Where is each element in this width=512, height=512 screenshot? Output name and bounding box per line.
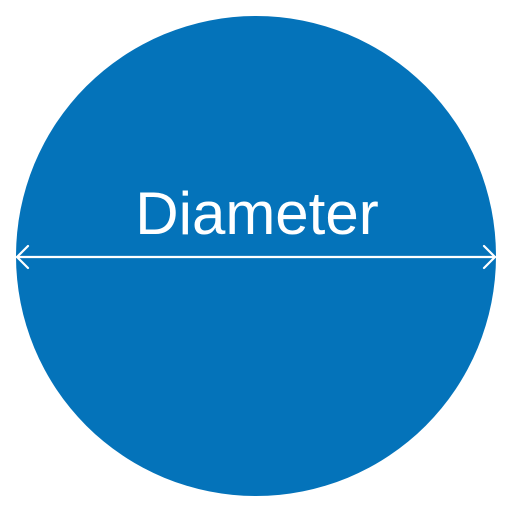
left-arrowhead-icon bbox=[15, 244, 30, 270]
right-arrowhead-icon bbox=[482, 244, 497, 270]
diameter-arrow bbox=[15, 244, 497, 270]
diameter-label: Diameter bbox=[135, 180, 378, 247]
